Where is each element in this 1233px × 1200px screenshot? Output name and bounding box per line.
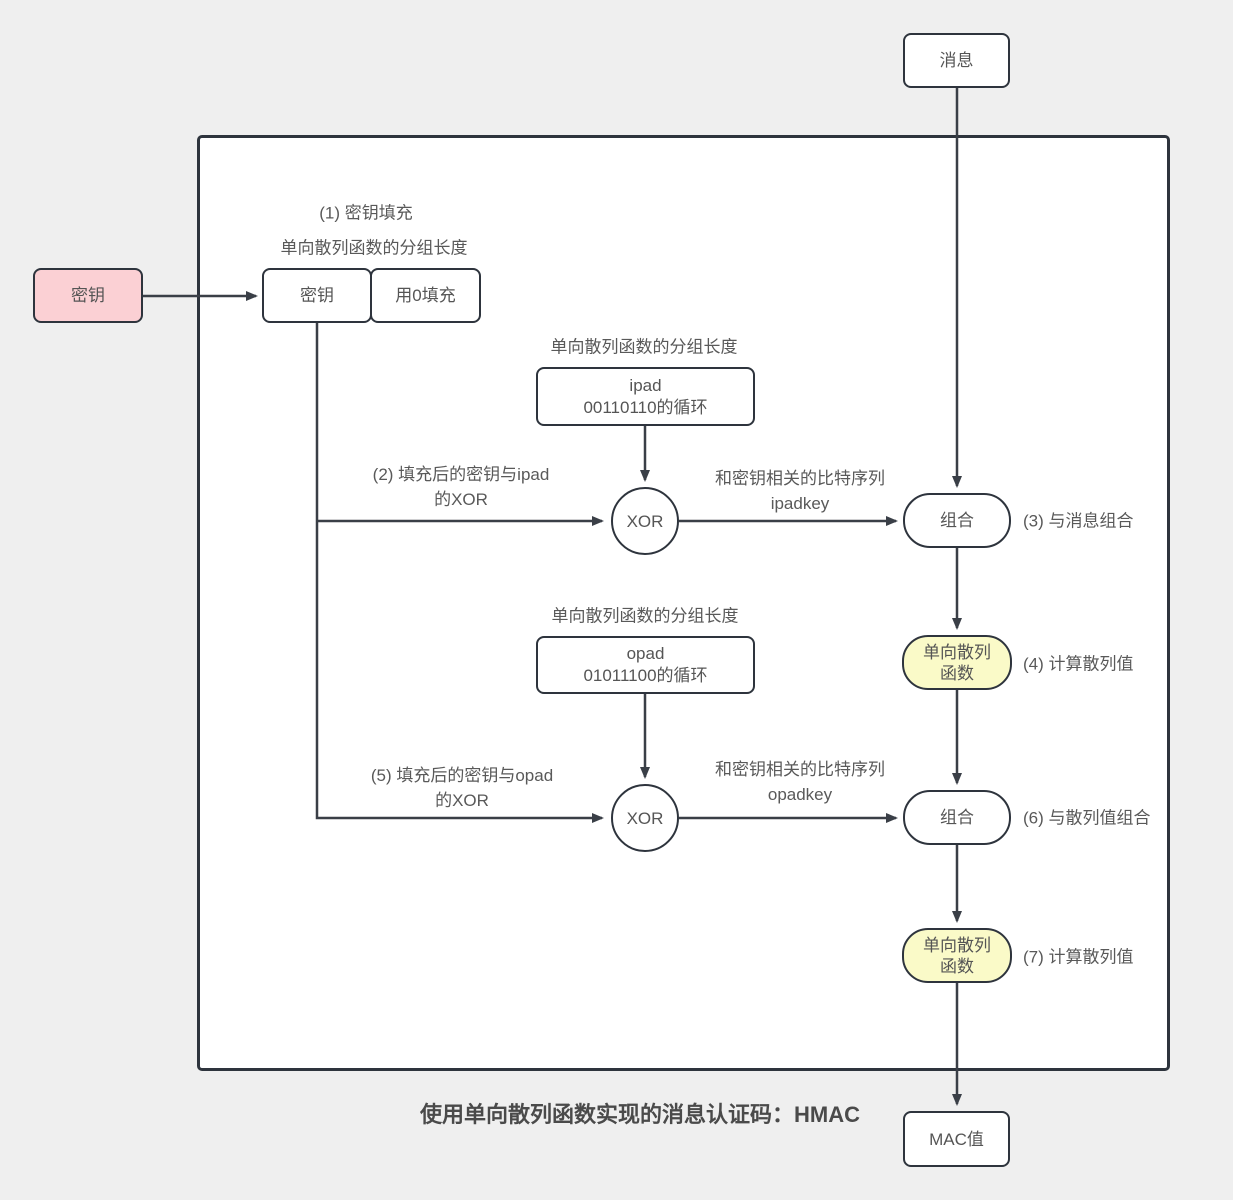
step6-label: (6) 与散列值组合 [1023,808,1151,828]
diagram-title: 使用单向散列函数实现的消息认证码：HMAC [420,1102,860,1127]
ipad-node: ipad 00110110的循环 [536,367,755,426]
padded-key-label: 密钥 [300,286,334,305]
hash-function-1-node: 单向散列 函数 [902,635,1012,690]
step3-label: (3) 与消息组合 [1023,511,1134,531]
ipadkey-label: 和密钥相关的比特序列 ipadkey [715,466,885,516]
ipad-label-line2: 00110110的循环 [583,397,708,417]
hash-function-2-line2: 函数 [940,956,974,976]
step2-line2: 的XOR [434,490,488,509]
step2-line1: (2) 填充后的密钥与ipad [372,465,550,484]
combine-hash-label: 组合 [940,808,974,827]
mac-value-node: MAC值 [903,1111,1010,1167]
opad-label-line2: 01011100的循环 [583,666,708,685]
step2-label: (2) 填充后的密钥与ipad 的XOR [373,462,550,512]
step5-line2: 的XOR [435,791,489,810]
xor-ipad-node: XOR [611,487,679,555]
step5-line1: (5) 填充后的密钥与opad [370,766,554,785]
hash-function-1-line2: 函数 [940,663,974,683]
hash-function-2-node: 单向散列 函数 [902,928,1012,983]
padded-key-node: 密钥 [262,268,372,323]
opadkey-label: 和密钥相关的比特序列 opadkey [715,757,885,807]
opad-label-line1: opad [626,644,665,663]
key-input-label: 密钥 [71,286,105,305]
xor-ipad-label: XOR [626,511,664,531]
message-label: 消息 [939,51,974,70]
ipadkey-line1: 和密钥相关的比特序列 [715,469,885,488]
zero-pad-label: 用0填充 [395,286,456,305]
zero-pad-node: 用0填充 [370,268,481,323]
block-length-ipad-label: 单向散列函数的分组长度 [550,337,738,357]
opadkey-line2: opadkey [767,785,833,804]
step4-label: (4) 计算散列值 [1023,654,1134,674]
step1-label: (1) 密钥填充 [319,203,413,223]
ipadkey-line2: ipadkey [770,494,830,513]
hash-function-1-line1: 单向散列 [923,642,991,662]
ipad-label-line1: ipad [629,375,662,395]
combine-hash-node: 组合 [903,790,1011,845]
block-length-key-label: 单向散列函数的分组长度 [280,238,468,258]
mac-value-label: MAC值 [929,1129,984,1149]
hash-function-2-line1: 单向散列 [923,935,991,955]
xor-opad-node: XOR [611,784,679,852]
opad-node: opad 01011100的循环 [536,636,755,694]
step7-label: (7) 计算散列值 [1023,947,1134,967]
key-input-node: 密钥 [33,268,143,323]
combine-message-node: 组合 [903,493,1011,548]
block-length-opad-label: 单向散列函数的分组长度 [551,606,739,626]
combine-message-label: 组合 [940,511,974,530]
step5-label: (5) 填充后的密钥与opad 的XOR [371,763,553,813]
opadkey-line1: 和密钥相关的比特序列 [715,760,885,779]
message-node: 消息 [903,33,1010,88]
xor-opad-label: XOR [626,808,664,828]
